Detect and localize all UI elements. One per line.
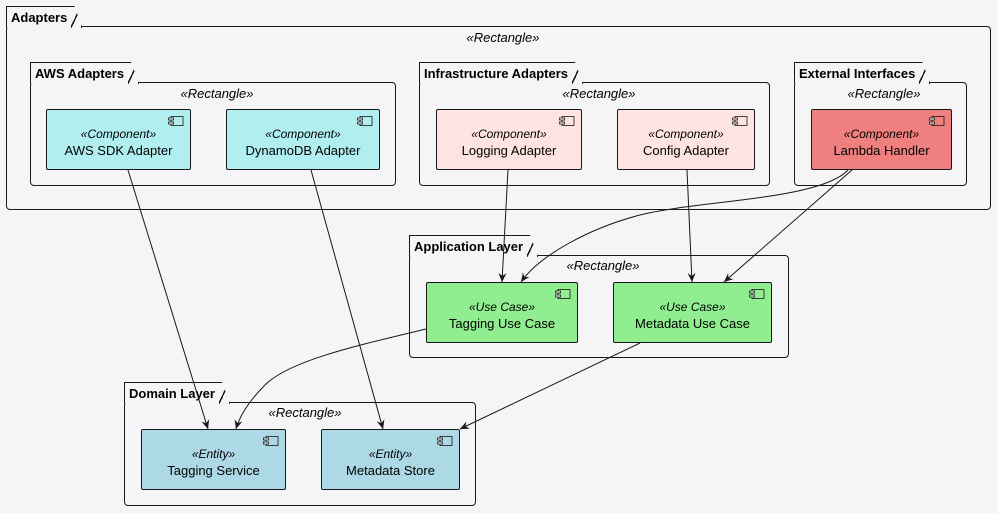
entity-metadata-store[interactable]: «Entity» Metadata Store: [321, 429, 460, 490]
entity-tagging-service[interactable]: «Entity» Tagging Service: [141, 429, 286, 490]
component-logging-adapter[interactable]: «Component» Logging Adapter: [436, 109, 582, 170]
component-stereotype: «Entity»: [368, 446, 413, 461]
package-infrastructure-adapters-title: Infrastructure Adapters: [419, 62, 583, 84]
package-domain-layer-stereotype: «Rectangle»: [268, 405, 342, 420]
component-stereotype: «Component»: [648, 126, 724, 141]
package-adapters-title: Adapters: [6, 6, 82, 28]
component-stereotype: «Component»: [471, 126, 547, 141]
component-icon: [559, 114, 575, 126]
component-icon: [732, 114, 748, 126]
component-lambda-handler[interactable]: «Component» Lambda Handler: [811, 109, 952, 170]
package-application-layer-stereotype: «Rectangle»: [566, 258, 640, 273]
package-infrastructure-adapters-stereotype: «Rectangle»: [562, 86, 636, 101]
package-domain-layer-title: Domain Layer: [124, 382, 230, 404]
component-stereotype: «Component»: [843, 126, 920, 141]
component-aws-sdk-adapter[interactable]: «Component» AWS SDK Adapter: [46, 109, 191, 170]
component-stereotype: «Use Case»: [468, 299, 536, 314]
package-aws-adapters-stereotype: «Rectangle»: [180, 86, 254, 101]
package-external-interfaces-stereotype: «Rectangle»: [847, 86, 921, 101]
component-icon: [263, 434, 279, 446]
use-case-metadata[interactable]: «Use Case» Metadata Use Case: [613, 282, 772, 343]
package-external-interfaces-title: External Interfaces: [794, 62, 930, 84]
package-application-layer-title: Application Layer: [409, 235, 538, 257]
package-adapters-stereotype: «Rectangle»: [466, 30, 540, 45]
component-name: Logging Adapter: [461, 142, 557, 158]
component-stereotype: «Use Case»: [659, 299, 726, 314]
component-name: Metadata Use Case: [635, 315, 750, 331]
component-name: DynamoDB Adapter: [245, 142, 361, 158]
use-case-tagging[interactable]: «Use Case» Tagging Use Case: [426, 282, 578, 343]
component-config-adapter[interactable]: «Component» Config Adapter: [617, 109, 755, 170]
component-name: Tagging Use Case: [448, 315, 556, 331]
component-name: Config Adapter: [642, 142, 729, 158]
component-icon: [749, 287, 765, 299]
component-icon: [929, 114, 945, 126]
package-aws-adapters-title: AWS Adapters: [30, 62, 139, 84]
component-icon: [437, 434, 453, 446]
component-stereotype: «Component»: [80, 126, 157, 141]
component-icon: [357, 114, 373, 126]
component-stereotype: «Entity»: [191, 446, 236, 461]
component-dynamodb-adapter[interactable]: «Component» DynamoDB Adapter: [226, 109, 380, 170]
component-icon: [168, 114, 184, 126]
component-icon: [555, 287, 571, 299]
component-name: Lambda Handler: [833, 142, 930, 158]
component-stereotype: «Component»: [265, 126, 341, 141]
component-name: Metadata Store: [346, 462, 435, 478]
component-name: AWS SDK Adapter: [64, 142, 173, 158]
component-name: Tagging Service: [167, 462, 260, 478]
